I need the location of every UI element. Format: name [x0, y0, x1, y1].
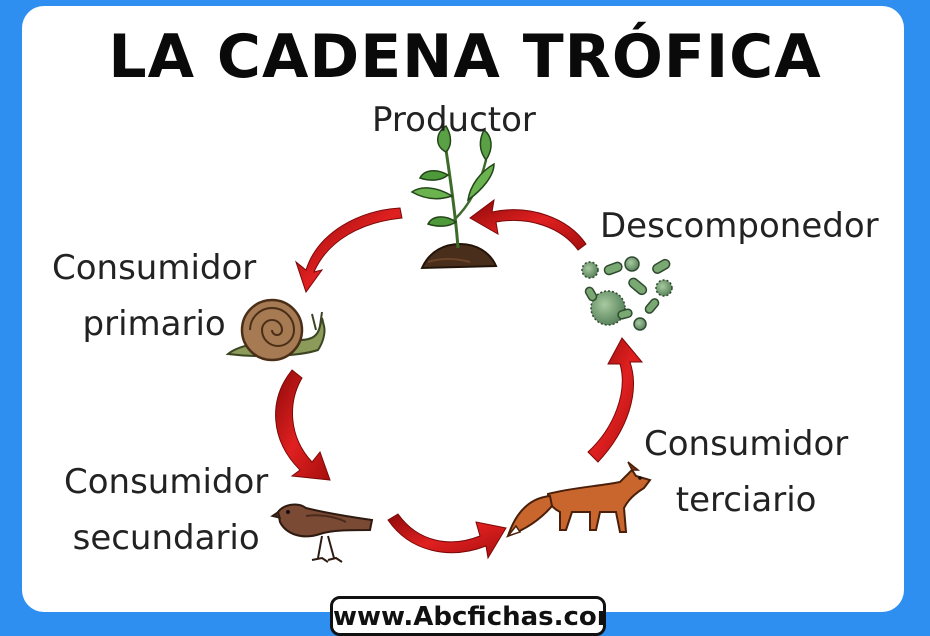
- arrow-primario-to-secundario: [275, 369, 331, 481]
- label-consumidor-primario-line1: Consumidor: [52, 248, 257, 288]
- label-consumidor-secundario-line1: Consumidor: [64, 462, 269, 502]
- label-consumidor-primario: Consumidor primario: [52, 240, 256, 352]
- bacteria-icon: [581, 256, 673, 331]
- diagram-card: [22, 6, 904, 612]
- label-consumidor-primario-line2: primario: [82, 304, 226, 344]
- plant-sprout-icon: [410, 124, 498, 270]
- bird-icon: [270, 503, 374, 563]
- food-chain-diagram: [225, 124, 673, 563]
- label-consumidor-terciario-line2: terciario: [675, 480, 817, 520]
- label-descomponedor: Descomponedor: [600, 206, 879, 246]
- label-consumidor-secundario-line2: secundario: [72, 518, 260, 558]
- diagram-title: LA CADENA TRÓFICA: [108, 22, 822, 92]
- arrow-terciario-to-descomponedor: [587, 337, 644, 463]
- snail-icon: [225, 298, 326, 362]
- label-productor: Productor: [372, 100, 536, 140]
- arrow-secundario-to-terciario: [387, 513, 507, 560]
- arrow-productor-to-primario: [294, 207, 403, 294]
- label-consumidor-secundario: Consumidor secundario: [64, 454, 268, 566]
- label-consumidor-terciario-line1: Consumidor: [644, 424, 849, 464]
- arrow-descomponedor-to-productor: [469, 198, 587, 251]
- fox-icon: [505, 461, 652, 538]
- label-consumidor-terciario: Consumidor terciario: [644, 416, 848, 528]
- footer-website-badge: www.Abcfichas.com: [330, 596, 606, 636]
